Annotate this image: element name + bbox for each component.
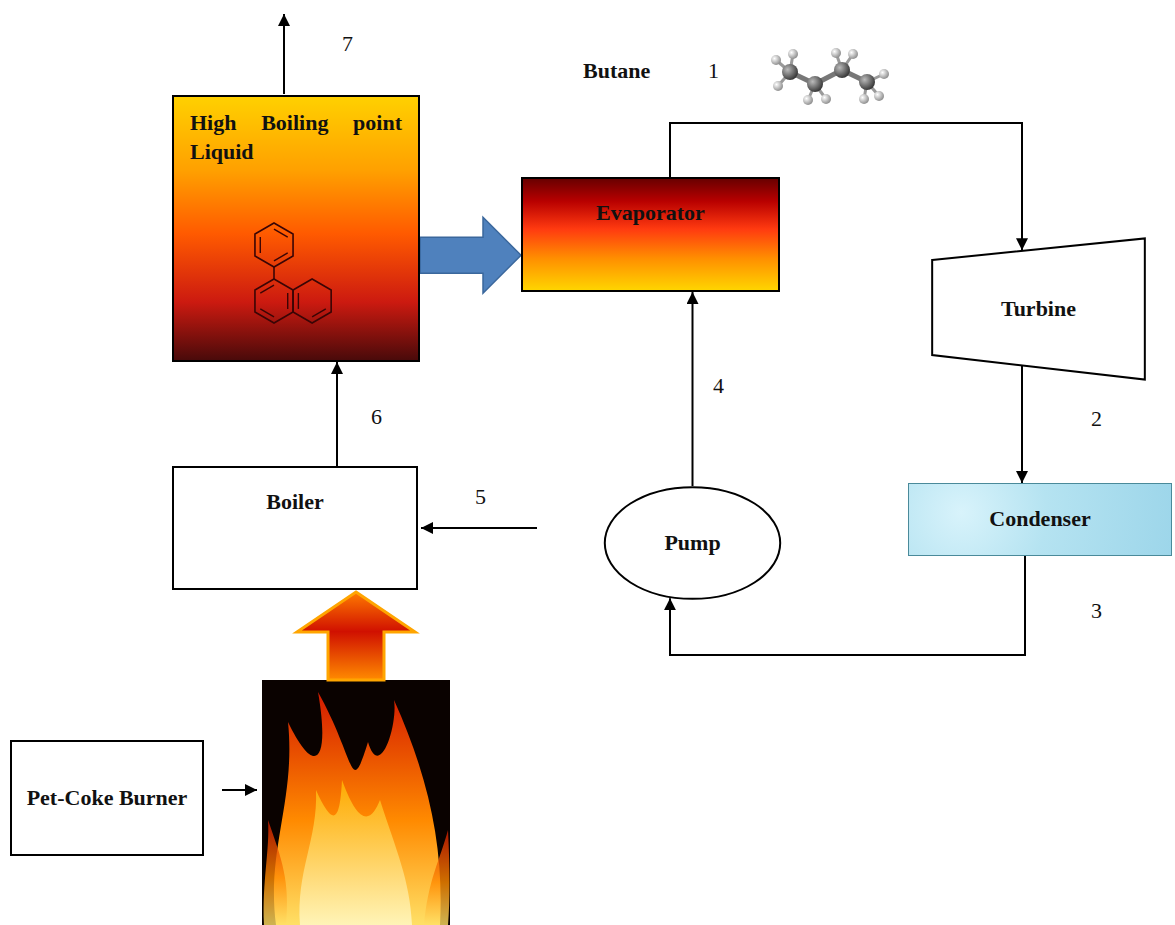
butane-molecule bbox=[821, 94, 831, 104]
butane-molecule bbox=[782, 64, 798, 80]
butane-molecule bbox=[776, 53, 884, 100]
heat-arrow bbox=[297, 592, 415, 680]
node-label: Turbine bbox=[1001, 295, 1076, 324]
turbine-shape: Turbine bbox=[930, 237, 1147, 381]
butane-molecule bbox=[834, 62, 850, 78]
double-bond bbox=[260, 309, 274, 317]
butane-molecule bbox=[874, 91, 884, 101]
butane-molecule bbox=[790, 70, 867, 84]
stream-number: 1 bbox=[708, 60, 719, 82]
flame-picture bbox=[274, 692, 441, 925]
flame-picture bbox=[424, 830, 450, 925]
butane-molecule bbox=[771, 55, 781, 65]
stream-number: 2 bbox=[1091, 408, 1102, 430]
butane-molecule bbox=[859, 74, 875, 90]
boiler-box: Boiler bbox=[172, 466, 418, 590]
pump-ellipse: Pump bbox=[603, 486, 782, 600]
ring-bond bbox=[293, 279, 331, 323]
butane-molecule bbox=[807, 76, 823, 92]
butane-molecule bbox=[803, 95, 813, 105]
stream-number: 6 bbox=[371, 406, 382, 428]
exhaust-arrow bbox=[284, 14, 285, 94]
ring-bond bbox=[255, 223, 293, 267]
ring-link bbox=[273, 267, 275, 279]
butane-molecule bbox=[879, 69, 889, 79]
fuel-arrow bbox=[222, 789, 257, 791]
fluid-tank: High Boiling point Liquid bbox=[172, 95, 420, 362]
node-label: Pet-Coke Burner bbox=[27, 784, 188, 813]
evaporator-box: Evaporator bbox=[521, 177, 780, 292]
butane-molecule bbox=[788, 49, 798, 59]
burner-box: Pet-Coke Burner bbox=[10, 740, 205, 856]
pump-outline bbox=[605, 487, 780, 599]
node-label: High Boiling point Liquid bbox=[190, 109, 402, 166]
heat-arrow bbox=[297, 592, 415, 680]
double-bond bbox=[312, 309, 326, 317]
exhaust-arrow bbox=[283, 14, 285, 94]
butane-molecule bbox=[771, 48, 889, 105]
double-bond bbox=[287, 293, 288, 309]
node-label: Boiler bbox=[266, 488, 323, 517]
butane-molecule bbox=[831, 48, 841, 58]
heat-transfer-arrow bbox=[420, 217, 521, 293]
double-bond bbox=[274, 253, 288, 261]
flame-picture bbox=[262, 680, 450, 925]
stream-number: 5 bbox=[475, 486, 486, 508]
condenser-box: Condenser bbox=[908, 483, 1172, 556]
stream-number: 7 bbox=[342, 33, 353, 55]
fluid-name: Butane bbox=[583, 60, 650, 82]
stream-number: 4 bbox=[713, 375, 724, 397]
double-bond bbox=[260, 285, 274, 293]
flow-line bbox=[336, 362, 338, 466]
flame-picture bbox=[300, 780, 412, 925]
turbine-outline bbox=[932, 238, 1145, 379]
double-bond bbox=[260, 237, 261, 253]
stream-number: 3 bbox=[1091, 600, 1102, 622]
butane-molecule bbox=[848, 49, 858, 59]
double-bond bbox=[274, 229, 288, 237]
flame-picture bbox=[262, 680, 450, 925]
node-label: Condenser bbox=[989, 505, 1090, 534]
stream-arrow bbox=[421, 527, 537, 529]
ring-bond bbox=[255, 279, 293, 323]
fuel-arrow bbox=[222, 790, 257, 791]
flow-line bbox=[1021, 366, 1023, 483]
flame-picture bbox=[264, 820, 287, 925]
node-label: Evaporator bbox=[596, 199, 705, 228]
stream-arrow bbox=[421, 528, 537, 529]
node-label: Pump bbox=[664, 529, 720, 558]
butane-molecule bbox=[859, 94, 869, 104]
flow-line bbox=[692, 292, 694, 486]
molecule-structure bbox=[232, 217, 362, 332]
double-bond bbox=[298, 293, 299, 309]
butane-molecule bbox=[773, 81, 783, 91]
